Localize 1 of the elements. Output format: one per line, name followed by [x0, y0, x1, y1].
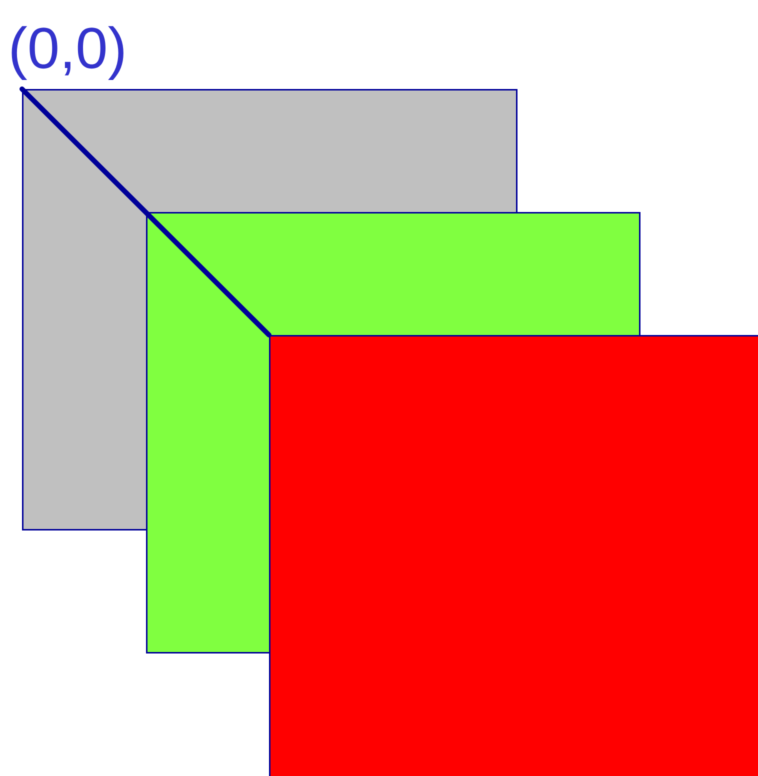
coordinate-label: (0,0)	[12, 26, 124, 80]
